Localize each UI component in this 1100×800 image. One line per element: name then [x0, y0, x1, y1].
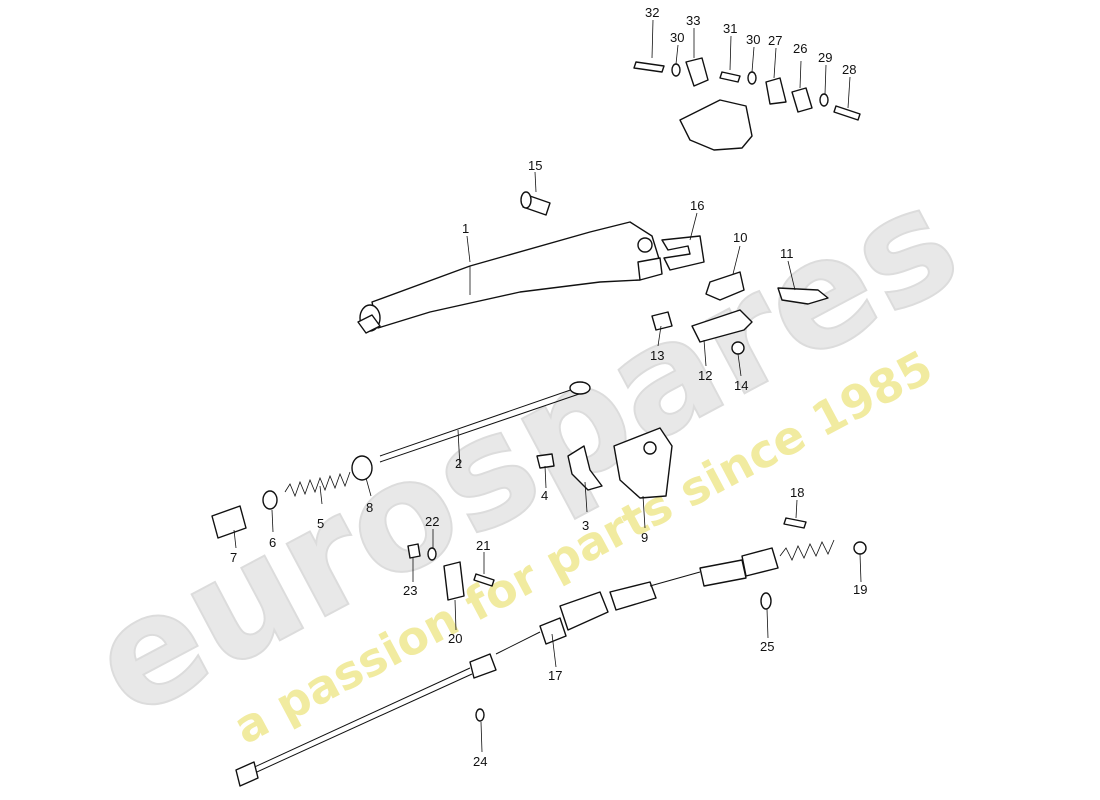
watermark-brand: eurospares — [65, 153, 984, 752]
segment-plate — [613, 427, 673, 499]
callout-32: 32 — [645, 5, 659, 20]
callout-22: 22 — [425, 514, 439, 529]
cam-plate — [777, 287, 829, 305]
callout-12: 12 — [698, 368, 712, 383]
pin-small — [536, 453, 555, 469]
callout-21: 21 — [476, 538, 490, 553]
bolt-31 — [719, 71, 741, 83]
clip — [661, 235, 705, 271]
callout-6: 6 — [269, 535, 276, 550]
leader-lines — [233, 19, 862, 753]
fork — [691, 309, 753, 343]
callout-25: 25 — [760, 639, 774, 654]
callout-23: 23 — [403, 583, 417, 598]
callout-18: 18 — [790, 485, 804, 500]
callout-9: 9 — [641, 530, 648, 545]
callout-27: 27 — [768, 33, 782, 48]
ring-25 — [760, 592, 772, 610]
callout-2: 2 — [455, 456, 462, 471]
callout-31: 31 — [723, 21, 737, 36]
callout-13: 13 — [650, 348, 664, 363]
callout-15: 15 — [528, 158, 542, 173]
bracket — [705, 271, 745, 301]
callout-labels: 1 2 3 4 5 6 7 8 9 10 11 12 13 14 15 16 1… — [230, 5, 867, 769]
callout-5: 5 — [317, 516, 324, 531]
washer-30b — [747, 71, 757, 85]
callout-1: 1 — [462, 221, 469, 236]
bolt-18 — [783, 517, 807, 529]
callout-28: 28 — [842, 62, 856, 77]
callout-17: 17 — [548, 668, 562, 683]
callout-30b: 30 — [746, 32, 760, 47]
bracket-33 — [685, 57, 709, 87]
cover — [679, 99, 753, 151]
block-27 — [765, 77, 787, 105]
bolt — [651, 311, 673, 331]
callout-30a: 30 — [670, 30, 684, 45]
bolt-28 — [833, 105, 861, 121]
handbrake-cable — [235, 539, 835, 787]
nut-23 — [407, 543, 421, 559]
pull-rod — [379, 381, 591, 463]
pawl — [567, 445, 603, 491]
callout-3: 3 — [582, 518, 589, 533]
callout-11: 11 — [780, 246, 794, 261]
sleeve — [211, 505, 247, 539]
bolt-32 — [633, 61, 665, 73]
callout-14: 14 — [734, 378, 748, 393]
watermark: eurospares a passion for parts since 198… — [64, 152, 985, 755]
callout-33: 33 — [686, 13, 700, 28]
bolt-21 — [473, 573, 495, 587]
clip-19 — [853, 541, 867, 555]
callout-29: 29 — [818, 50, 832, 65]
pin — [520, 191, 551, 216]
washer-30a — [671, 63, 681, 77]
callout-10: 10 — [733, 230, 747, 245]
callout-20: 20 — [448, 631, 462, 646]
circlip — [731, 341, 745, 355]
handbrake-lever — [357, 221, 663, 334]
callout-24: 24 — [473, 754, 487, 769]
bush — [351, 455, 373, 481]
switch-26 — [791, 87, 813, 113]
washer-29 — [819, 93, 829, 107]
washer — [262, 490, 278, 510]
callout-19: 19 — [853, 582, 867, 597]
spring — [284, 471, 351, 498]
clamp-20 — [443, 561, 465, 601]
washer-22 — [427, 547, 437, 561]
callout-4: 4 — [541, 488, 548, 503]
callout-8: 8 — [366, 500, 373, 515]
ring-24 — [475, 708, 485, 722]
callout-16: 16 — [690, 198, 704, 213]
callout-26: 26 — [793, 41, 807, 56]
callout-7: 7 — [230, 550, 237, 565]
